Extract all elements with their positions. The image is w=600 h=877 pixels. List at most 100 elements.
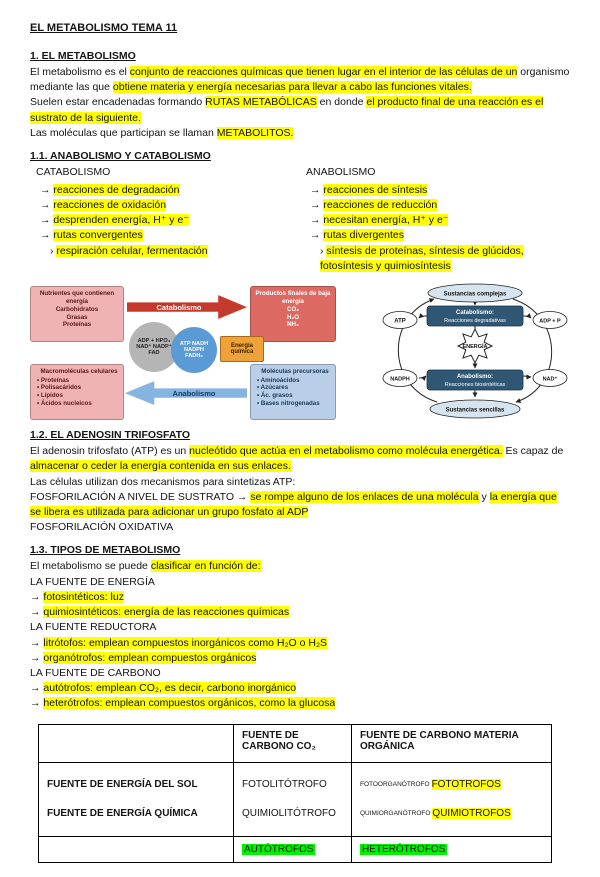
section-heading-1-1: 1.1. ANABOLISMO Y CATABOLISMO xyxy=(30,150,211,163)
adp-oval xyxy=(532,311,568,329)
nutrients-line: Grasas xyxy=(66,313,88,321)
carbon-empty-cell xyxy=(38,835,234,863)
nad-oval xyxy=(532,369,568,387)
quimio-combo: QUIMIORGANÓTROFO QUIMIOTROFOS xyxy=(360,808,543,820)
paragraph-rutas-metabolicas: Suelen estar encadenadas formando RUTAS … xyxy=(30,96,544,124)
catabolismo-arrow: Catabolismo xyxy=(127,295,247,320)
paragraph-fosforilacion-oxidativa: FOSFORILACIÓN OXIDATIVA xyxy=(30,521,174,534)
precursor-molecules-title: Moléculas precursoras xyxy=(261,368,329,376)
cycle-arc-left xyxy=(397,298,438,403)
list-item: → rutas divergentes xyxy=(310,229,404,242)
quimiolitotrofo-label: QUIMIOLITÓTROFO xyxy=(242,808,336,820)
header-materia-organica: FUENTE DE CARBONO MATERIA ORGÁNICA xyxy=(351,723,552,763)
table-energy-row: FUENTE DE ENERGÍA DEL SOL FUENTE DE ENER… xyxy=(38,761,552,837)
cycle-arc-right xyxy=(512,298,553,404)
final-products-line: CO₂ xyxy=(286,305,300,313)
quimiotrofos-highlight: QUIMIOTROFOS xyxy=(432,808,511,820)
foto-combo: FOTOORGANÓTROFO FOTOTROFOS xyxy=(360,779,543,791)
list-item: › síntesis de proteínas, síntesis de glú… xyxy=(320,244,524,272)
precursor-line: • Ác. grasos xyxy=(257,392,293,400)
paragraph-fosforilacion-sustrato: FOSFORILACIÓN A NIVEL DE SUSTRATO → se r… xyxy=(30,490,557,518)
atp-cofactors-circle: ATP NADH NADPH FADH₂ xyxy=(171,327,217,374)
macromolecules-line: • Proteínas xyxy=(37,376,70,384)
list-item: → litrótofos: emplean compuestos inorgán… xyxy=(30,636,328,649)
section-heading-1: 1. EL METABOLISMO xyxy=(30,50,136,62)
fotoorganotrofo-label: FOTOORGANÓTROFO xyxy=(360,781,430,789)
final-products-box: Productos finales de baja energía CO₂ H₂… xyxy=(250,286,336,343)
atp-cycle-diagram: Sustancias complejas Catabolismo: Reacci… xyxy=(382,283,568,419)
page-title: EL METABOLISMO TEMA 11 xyxy=(30,22,178,34)
energy-label: ENERGÍA xyxy=(462,342,487,350)
precursor-molecules-box: Moléculas precursoras • Aminoácidos • Az… xyxy=(250,364,336,421)
final-products-title: Productos finales de baja energía xyxy=(255,290,331,305)
macromolecules-title: Macromoléculas celulares xyxy=(40,368,118,376)
chemical-energy-box: Energía química xyxy=(220,336,264,363)
adp-cofactors-circle: ADP + HPO₄ NAD⁺ NADP⁺ FAD xyxy=(129,322,179,373)
paragraph-metabolitos: Las moléculas que participan se llaman M… xyxy=(30,126,294,139)
anabolismo-title: ANABOLISMO xyxy=(306,166,376,179)
group-title-reductora: LA FUENTE REDUCTORA xyxy=(30,621,157,634)
table-header-row: FUENTE DE CARBONO CO₂ FUENTE DE CARBONO … xyxy=(38,723,552,763)
header-empty-cell xyxy=(38,723,234,763)
atp-oval xyxy=(382,311,418,329)
simple-substances-label: Sustancias sencillas xyxy=(446,408,505,414)
macromolecules-line: • Lípidos xyxy=(37,392,63,400)
list-item: → fotosintéticos: luz xyxy=(30,590,124,603)
list-item: → reacciones de degradación xyxy=(40,183,180,196)
section-heading-1-3: 1.3. TIPOS DE METABOLISMO xyxy=(30,544,181,557)
autotrofos-cell: AUTÓTROFOS xyxy=(233,835,352,863)
anabolismo-box xyxy=(426,369,524,391)
complex-substances-oval xyxy=(427,283,523,303)
heterotrofos-highlight: HETERÓTROFOS xyxy=(360,843,448,855)
precursor-line: • Bases nitrogenadas xyxy=(257,399,320,407)
nutrients-box: Nutrientes que contienen energía Carbohi… xyxy=(30,286,124,343)
connector-arrow xyxy=(418,313,428,319)
catabolismo-box-title: Catabolismo: xyxy=(456,310,494,316)
list-item: → reacciones de oxidación xyxy=(40,199,167,211)
list-item: → heterótrofos: emplean compuestos orgán… xyxy=(30,697,336,710)
list-item: → organótrofos: emplean compuestos orgán… xyxy=(30,651,257,664)
macromolecules-line: • Ácidos nucleicos xyxy=(37,399,92,407)
fototrofos-highlight: FOTOTROFOS xyxy=(431,779,501,791)
heterotrofos-cell: HETERÓTROFOS xyxy=(351,835,552,863)
nadph-oval xyxy=(382,369,418,387)
quimiorganotrofo-label: QUIMIORGANÓTROFO xyxy=(360,810,431,818)
energy-sol-label: FUENTE DE ENERGÍA DEL SOL xyxy=(47,779,198,791)
list-item: → necesitan energía, H⁺ y e⁻ xyxy=(310,214,449,227)
list-item: → reacciones de síntesis xyxy=(310,183,428,196)
catabolismo-column: CATABOLISMO → reacciones de degradación … xyxy=(30,165,300,274)
metabolism-flow-diagram: Nutrientes que contienen energía Carbohi… xyxy=(30,282,380,421)
list-item: → desprenden energía, H⁺ y e⁻ xyxy=(40,214,189,227)
precursor-line: • Aminoácidos xyxy=(257,376,300,384)
table-carbon-row: AUTÓTROFOS HETERÓTROFOS xyxy=(38,835,552,863)
diagrams-row: Nutrientes que contienen energía Carbohi… xyxy=(30,282,570,421)
group-title-carbono: LA FUENTE DE CARBONO xyxy=(30,666,161,679)
anabolismo-box-title: Anabolismo: xyxy=(457,374,493,380)
catabolismo-arrow-label: Catabolismo xyxy=(156,302,202,312)
simple-substances-oval xyxy=(429,399,521,419)
section-heading-1-2: 1.2. EL ADENOSIN TRIFOSFATO xyxy=(30,429,191,442)
connector-arrow xyxy=(522,313,532,319)
list-item: → quimiosintéticos: energía de las reacc… xyxy=(30,606,290,619)
anabolismo-box-subtitle: Reacciones biosintéticas xyxy=(445,382,506,388)
paragraph-metabolism-definition: El metabolismo es el conjunto de reaccio… xyxy=(30,66,570,94)
macromolecules-box: Macromoléculas celulares • Proteínas • P… xyxy=(30,364,124,421)
anabolismo-column: ANABOLISMO → reacciones de síntesis → re… xyxy=(300,165,570,274)
catabolismo-title: CATABOLISMO xyxy=(36,166,111,179)
paragraph-clasificacion: El metabolismo se puede clasificar en fu… xyxy=(30,560,261,573)
connector-arrow xyxy=(418,375,427,382)
nad-label: NAD⁺ xyxy=(543,376,558,383)
paragraph-atp-definition: El adenosin trifosfato (ATP) es un nucle… xyxy=(30,445,564,473)
anabolismo-arrow-label: Anabolismo xyxy=(172,388,216,398)
catabolismo-box xyxy=(426,305,524,327)
final-products-line: NH₃ xyxy=(287,321,299,329)
fotolitotrofo-label: FOTOLITÓTROFO xyxy=(242,779,327,791)
list-item: → rutas convergentes xyxy=(40,229,143,242)
litotrofos-cell: FOTOLITÓTROFO QUIMIOLITÓTROFO xyxy=(233,761,352,837)
precursor-line: • Azúcares xyxy=(257,384,289,392)
energy-quimica-label: FUENTE DE ENERGÍA QUÍMICA xyxy=(47,808,198,820)
paragraph-atp-mechanisms: Las células utilizan dos mecanismos para… xyxy=(30,475,296,488)
catabolismo-anabolismo-columns: CATABOLISMO → reacciones de degradación … xyxy=(30,165,570,274)
connector-arrow xyxy=(522,374,532,380)
